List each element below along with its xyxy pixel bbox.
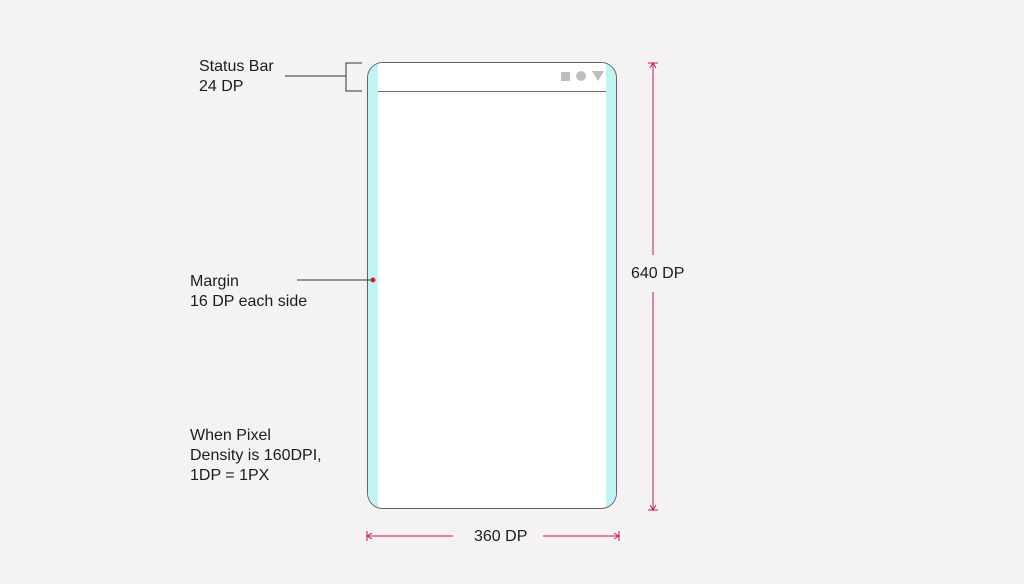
left-margin-strip	[368, 63, 378, 508]
width-label: 360 DP	[474, 528, 528, 545]
circle-icon	[576, 71, 586, 81]
density-line-1: When Pixel	[190, 427, 271, 444]
density-line-3: 1DP = 1PX	[190, 467, 270, 484]
status-bar-label: Status Bar 24 DP	[199, 57, 274, 97]
height-label: 640 DP	[631, 265, 685, 282]
right-margin-strip	[606, 63, 616, 508]
density-line-2: Density is 160DPI,	[190, 447, 322, 464]
square-icon	[561, 71, 570, 81]
height-dimension-line	[648, 62, 658, 511]
margin-value: 16 DP each side	[190, 293, 308, 310]
status-bar-value: 24 DP	[199, 78, 244, 95]
width-dimension-line	[366, 531, 620, 541]
margin-title: Margin	[190, 273, 239, 290]
status-icons	[561, 71, 604, 81]
status-bar	[378, 63, 606, 92]
margin-dot	[370, 277, 376, 283]
density-note: When Pixel Density is 160DPI, 1DP = 1PX	[190, 426, 322, 486]
triangle-down-icon	[592, 71, 604, 81]
status-bar-title: Status Bar	[199, 58, 274, 75]
phone-frame	[367, 62, 617, 509]
status-bar-bracket	[285, 62, 362, 92]
margin-label: Margin 16 DP each side	[190, 272, 307, 312]
